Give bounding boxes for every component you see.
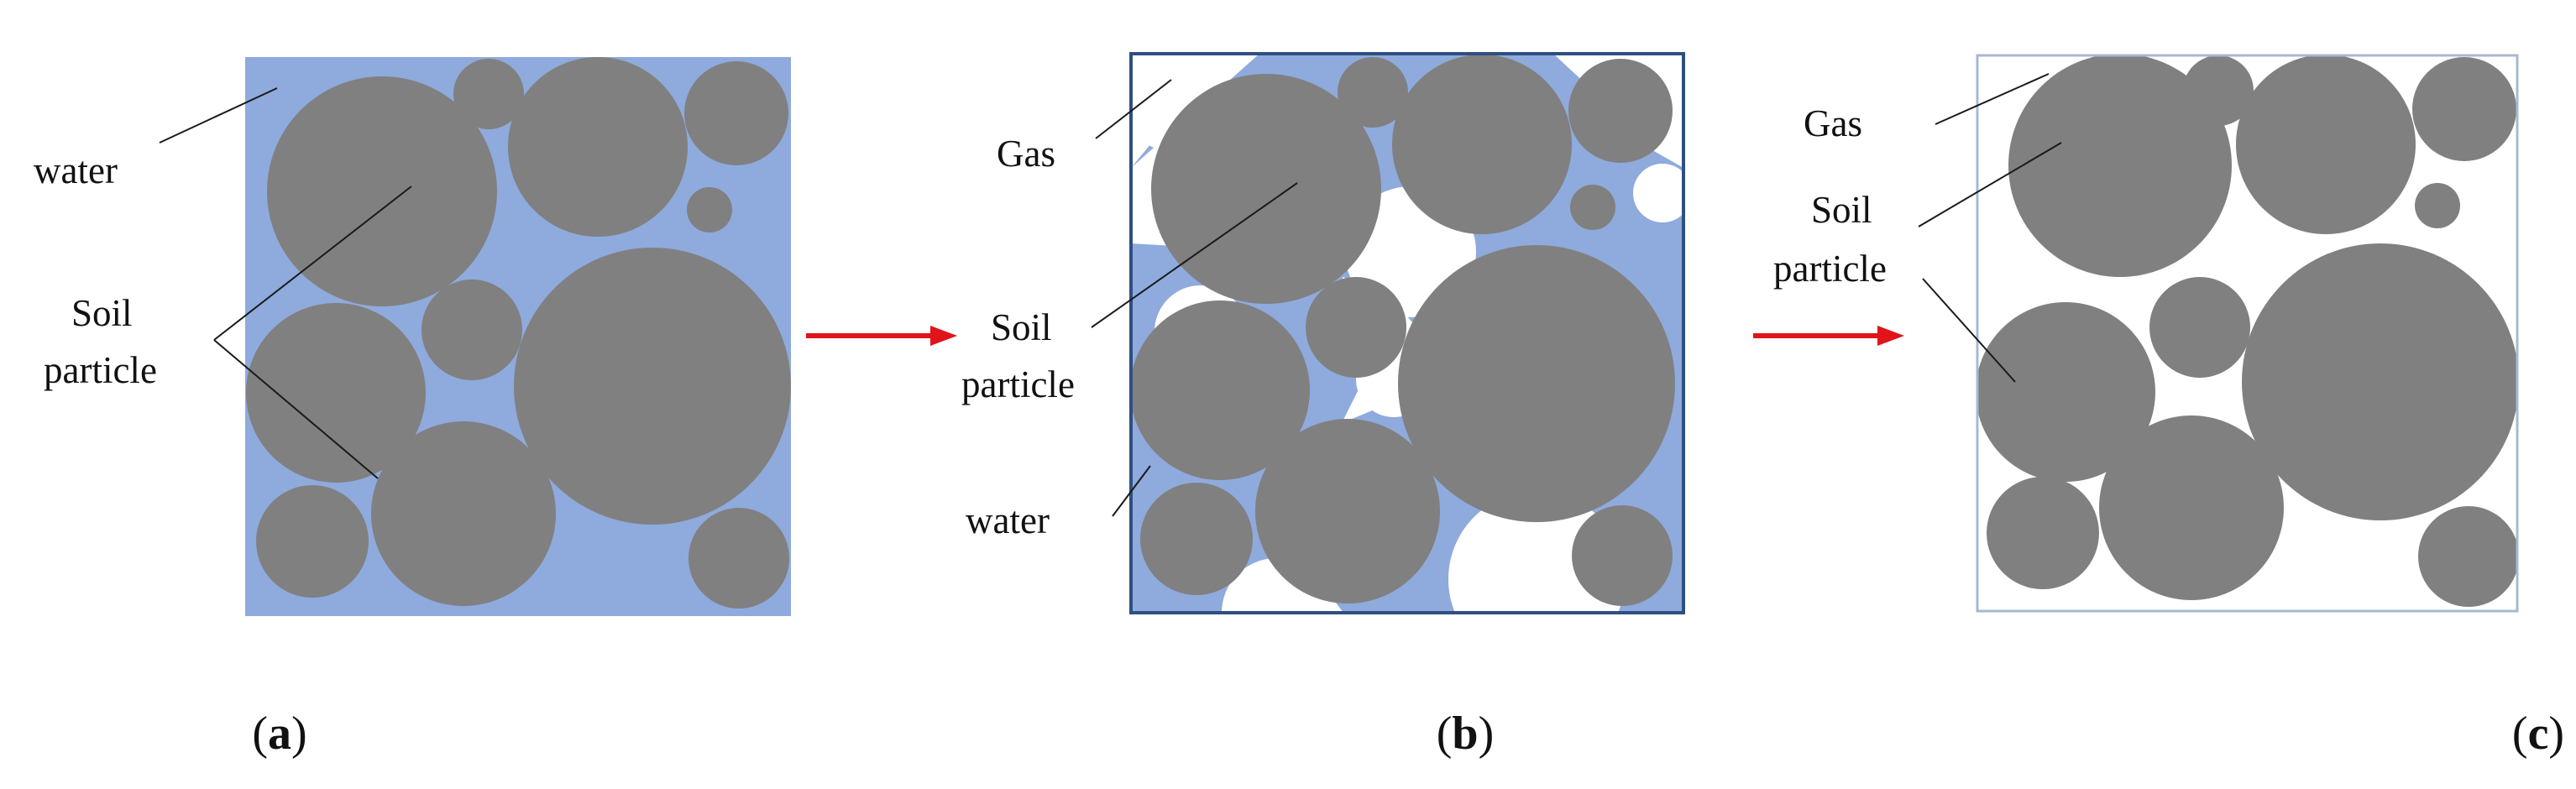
soil-particle xyxy=(1306,277,1406,378)
soil-particle xyxy=(2183,55,2254,126)
water-label: water xyxy=(34,149,118,191)
panel-b: Gas Soil particle water (b) xyxy=(961,52,1685,760)
soil-particle xyxy=(1338,57,1408,128)
panel-b-frame xyxy=(1129,52,1685,614)
soil-particle xyxy=(1572,505,1673,606)
soil-particle xyxy=(514,248,791,525)
soil-particle xyxy=(267,76,497,306)
water-label: water xyxy=(966,499,1050,541)
soil-particle xyxy=(246,303,426,483)
soil-particle xyxy=(1977,302,2155,482)
particle-label: particle xyxy=(44,349,157,391)
arrow-b-to-c xyxy=(1753,326,1904,346)
panel-c-frame xyxy=(1976,54,2519,613)
soil-particle xyxy=(371,421,556,606)
panel-caption-b: (b) xyxy=(1437,708,1494,760)
soil-particle xyxy=(684,61,788,165)
soil-particle xyxy=(2236,55,2416,234)
soil-particle xyxy=(2418,506,2517,607)
soil-leader-line xyxy=(1922,278,2016,383)
soil-particle xyxy=(421,280,522,380)
arrow-a-to-b xyxy=(806,326,957,346)
gas-leader-line xyxy=(1935,73,2050,125)
soil-label: Soil xyxy=(1811,189,1872,231)
panel-caption-c: (c) xyxy=(2512,708,2564,760)
soil-particle xyxy=(1570,185,1615,230)
soil-particle xyxy=(1255,419,1440,604)
soil-particle xyxy=(2412,57,2516,161)
soil-particle xyxy=(2242,243,2517,520)
soil-particle xyxy=(687,187,732,233)
panel-caption-a: (a) xyxy=(252,708,306,760)
soil-particle xyxy=(1987,477,2099,589)
soil-particle xyxy=(2008,55,2232,277)
soil-label: Soil xyxy=(71,292,133,334)
soil-particle xyxy=(2099,415,2284,600)
soil-particle xyxy=(453,59,524,129)
panel-c: Gas Soil particle (c) xyxy=(1773,54,2564,760)
panel-c-soil-particles xyxy=(1977,55,2517,607)
panel-a: water Soil particle (a) xyxy=(34,57,791,760)
soil-particle xyxy=(2149,277,2250,378)
particle-label: particle xyxy=(1773,248,1887,290)
soil-label: Soil xyxy=(991,306,1052,348)
soil-particle xyxy=(1140,483,1253,595)
soil-particle xyxy=(689,508,789,609)
soil-particle xyxy=(1151,74,1381,304)
water-leader-line xyxy=(159,87,278,144)
soil-leader-line xyxy=(1091,182,1298,328)
gas-leader-line xyxy=(1095,79,1172,139)
panel-a-soil-particles xyxy=(246,57,791,609)
soil-particle xyxy=(2415,183,2460,228)
soil-particle xyxy=(1398,245,1675,522)
soil-particle xyxy=(256,485,369,598)
soil-particle xyxy=(1568,59,1673,163)
soil-particle xyxy=(1392,55,1572,234)
gas-label: Gas xyxy=(1804,102,1862,144)
gas-label: Gas xyxy=(997,133,1055,175)
soil-particle xyxy=(1130,300,1310,480)
gas-pocket xyxy=(1633,164,1683,222)
water-leader-line xyxy=(1112,465,1151,517)
particle-label: particle xyxy=(961,363,1075,405)
panel-b-soil-particles xyxy=(1130,55,1675,606)
soil-particle xyxy=(508,57,688,237)
soil-leader-line xyxy=(213,185,412,341)
soil-leader-line xyxy=(1918,142,2062,227)
soil-leader-line xyxy=(213,339,379,479)
